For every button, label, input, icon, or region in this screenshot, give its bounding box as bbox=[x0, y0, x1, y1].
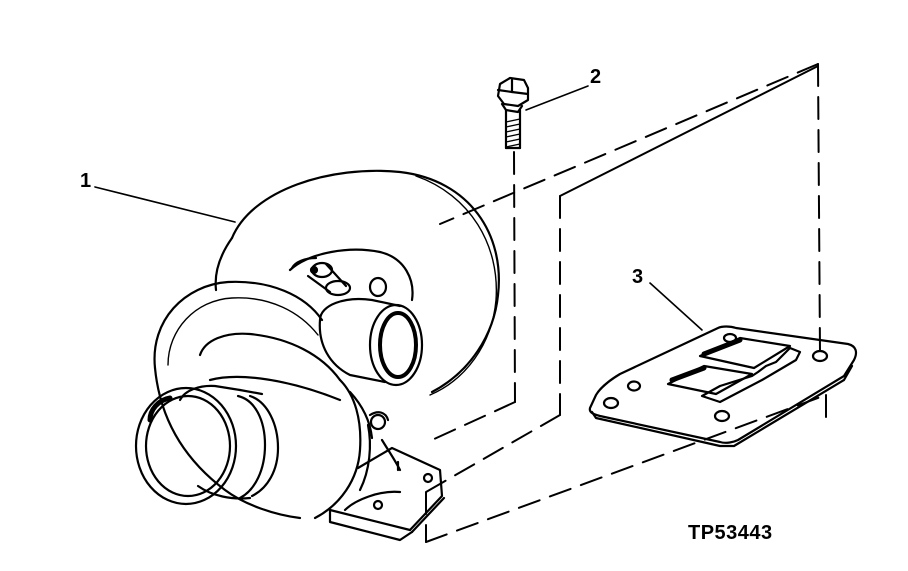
leader-line-2 bbox=[525, 85, 589, 111]
cap-screw bbox=[496, 76, 530, 150]
compressor-inlet bbox=[134, 384, 280, 506]
callout-2-cap-screw: 2 bbox=[590, 66, 602, 88]
turbocharger bbox=[134, 169, 500, 542]
oil-fittings bbox=[306, 261, 388, 298]
figure-id-label: TP53443 bbox=[688, 522, 773, 544]
leader-line-1 bbox=[94, 186, 236, 223]
gasket bbox=[588, 325, 858, 448]
turbine-outlet-elbow bbox=[318, 298, 424, 387]
callout-1-turbocharger: 1 bbox=[80, 170, 92, 192]
callout-3-gasket: 3 bbox=[632, 266, 644, 288]
leader-line-3 bbox=[649, 282, 703, 331]
compressor-scroll bbox=[153, 280, 390, 520]
compressor-housing-disc bbox=[230, 169, 500, 394]
assembly-phantom-lines bbox=[425, 63, 827, 543]
bearing-housing-plate bbox=[288, 248, 414, 302]
gasket-outline bbox=[588, 325, 858, 444]
turbine-inlet-flange bbox=[328, 438, 446, 542]
